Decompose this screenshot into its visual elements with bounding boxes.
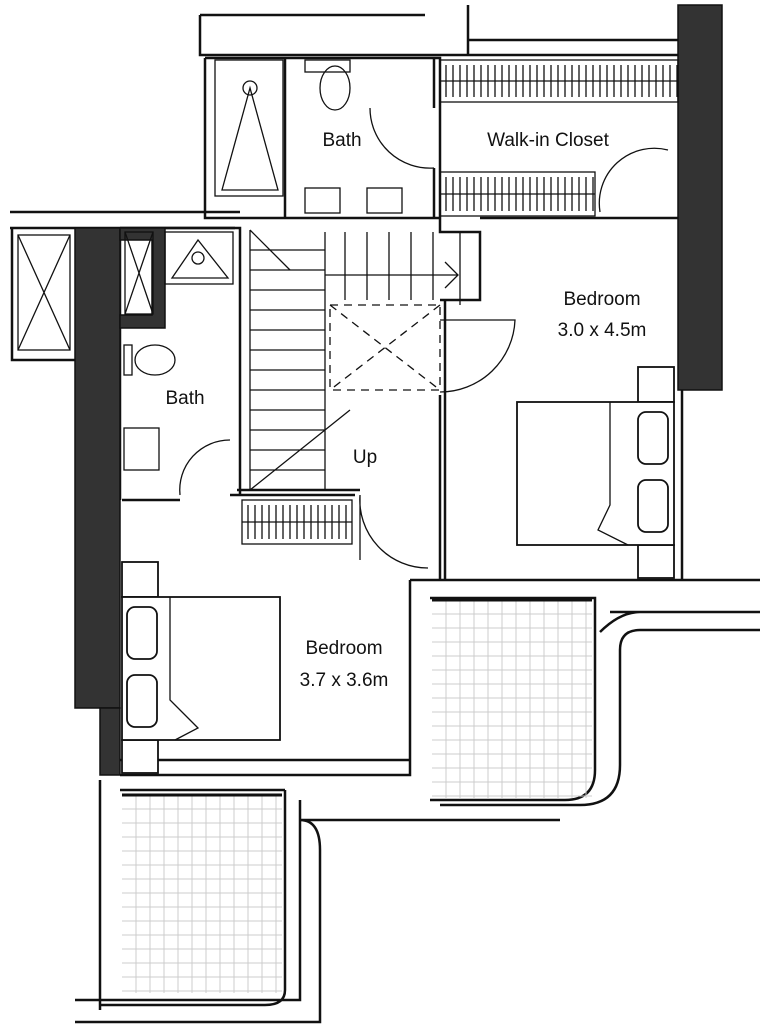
room-size-bedroom-left: 3.7 x 3.6m — [300, 670, 389, 691]
bed-left — [121, 561, 281, 774]
closet-racks — [241, 59, 679, 545]
room-label-walk-in-closet: Walk-in Closet — [487, 130, 609, 151]
bed-right — [516, 366, 675, 579]
staircase — [249, 229, 516, 569]
upper-bath-fixtures — [214, 59, 669, 214]
balcony — [432, 598, 592, 798]
clothes-rack — [241, 499, 353, 545]
room-label-bath-left: Bath — [165, 388, 204, 409]
structural-columns — [74, 4, 723, 776]
window-box — [17, 231, 154, 351]
left-bath-fixtures — [123, 231, 234, 496]
stairs-up-label: Up — [353, 447, 377, 468]
walls — [10, 5, 760, 1024]
room-size-bedroom-right: 3.0 x 4.5m — [558, 320, 647, 341]
room-label-bedroom-right: Bedroom — [563, 289, 640, 310]
balconies — [122, 598, 592, 993]
room-label-bedroom-left: Bedroom — [305, 638, 382, 659]
room-label-bath-upper: Bath — [322, 130, 361, 151]
clothes-rack — [439, 171, 596, 217]
clothes-rack — [439, 59, 679, 103]
balcony — [122, 793, 282, 993]
